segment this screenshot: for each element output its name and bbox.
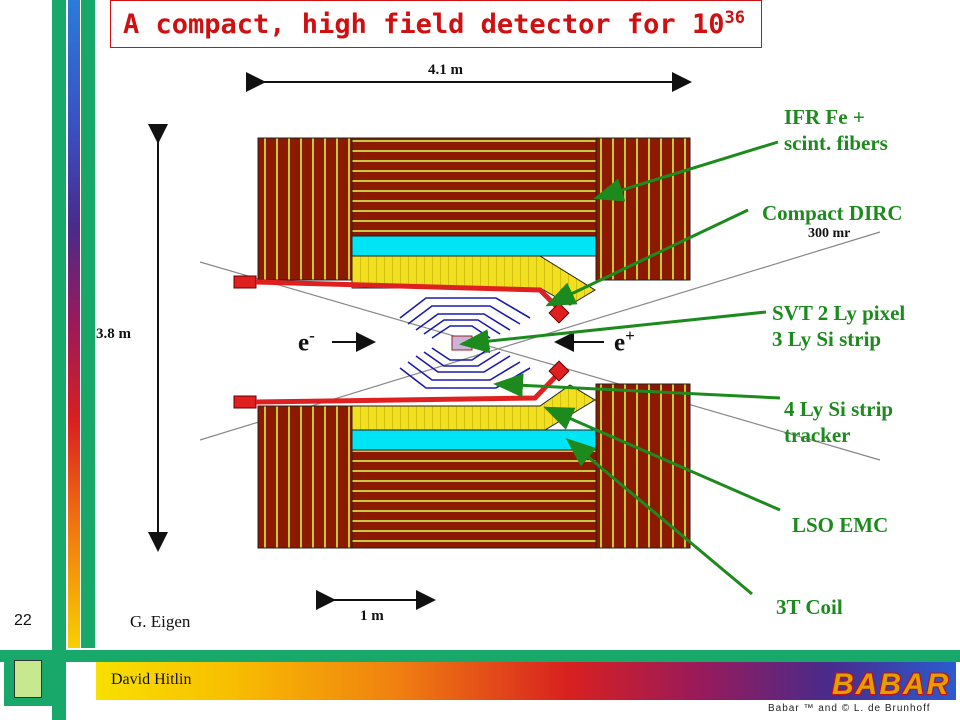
frame-bar-rainbow (68, 0, 80, 648)
frame-bottom-rainbow (96, 662, 956, 700)
dimension-width-label: 4.1 m (428, 62, 463, 78)
ifr-upper-right-endcap (595, 137, 691, 281)
beam-label-electron: e- (298, 326, 315, 357)
angle-line-upper (199, 261, 881, 461)
dimension-scale-label: 1 m (360, 608, 384, 624)
callout-emc: LSO EMC (792, 513, 889, 537)
credit-text: G. Eigen (130, 612, 191, 631)
beam-label-positron: e+ (614, 326, 635, 357)
dirc-upper (351, 235, 597, 257)
frame-bottom-green (0, 650, 960, 662)
ifr-upper-barrel (351, 137, 597, 237)
callout-dirc: Compact DIRC (762, 201, 903, 225)
pointer-tracker (493, 373, 781, 400)
mascot-icon (14, 660, 42, 698)
ifr-lower-left-endcap (257, 405, 353, 549)
frame-bar-green-outer (52, 0, 66, 720)
pointer-ifr (593, 140, 779, 202)
svt-tracker (399, 297, 531, 389)
pointer-coil (565, 438, 753, 596)
ifr-lower-right-endcap (595, 383, 691, 549)
dirc-lower (351, 429, 597, 451)
presenter-name: David Hitlin (111, 671, 192, 688)
emc-lower (351, 384, 596, 431)
slide-title: A compact, high field detector for 1036 (110, 0, 762, 48)
callout-ifr: IFR Fe +scint. fibers (784, 105, 888, 155)
copyright-text: Babar ™ and © L. de Brunhoff (768, 703, 931, 714)
page-number: 22 (14, 612, 32, 629)
dimension-height-label: 3.8 m (96, 326, 131, 342)
ifr-lower-barrel (351, 449, 597, 549)
pointer-dirc (545, 208, 749, 307)
pointer-svt (459, 310, 767, 354)
ifr-upper-left-endcap (257, 137, 353, 281)
frame-bar-green-inner (81, 0, 95, 648)
dirc-bar-lower (233, 360, 570, 409)
babar-logo: BABAR (832, 668, 951, 701)
angle-label: 300 mr (808, 226, 851, 241)
pointer-emc (543, 406, 781, 512)
callout-coil: 3T Coil (776, 595, 843, 619)
